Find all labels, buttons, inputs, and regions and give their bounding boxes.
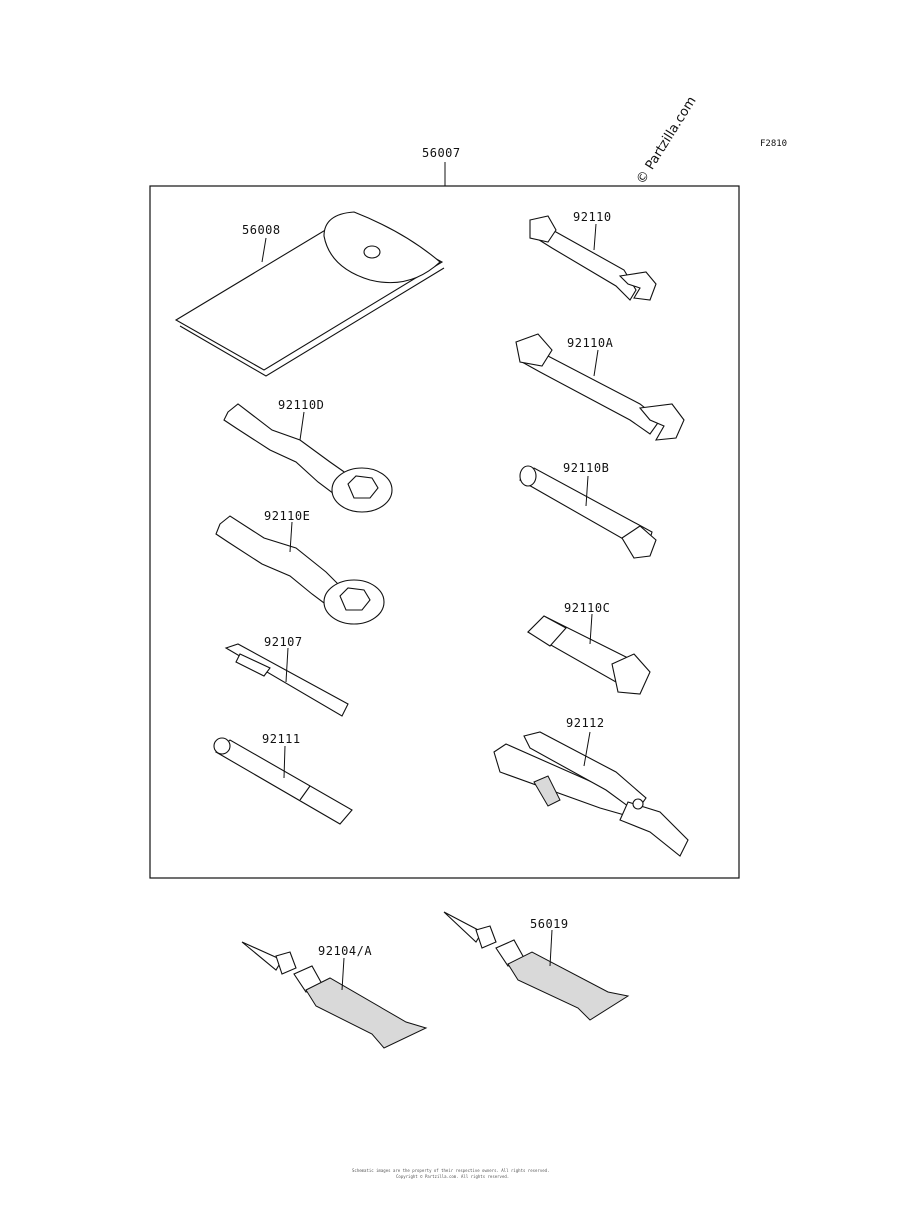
ring-wrench-d-label: 92110D <box>278 398 324 412</box>
pliers-label: 92112 <box>566 716 605 730</box>
handle-label: 92111 <box>262 732 301 746</box>
footer-line-1: Schematic images are the property of the… <box>352 1168 549 1173</box>
grease-tube-2-label: 56019 <box>530 917 569 931</box>
figure-code: F2810 <box>760 139 787 149</box>
box-wrench-b-label: 92110B <box>563 461 609 475</box>
ring-wrench-d-part[interactable] <box>223 403 393 513</box>
screwdriver-label: 92107 <box>264 635 303 649</box>
ring-wrench-e-part[interactable] <box>215 515 385 625</box>
ring-wrench-e-label: 92110E <box>264 509 310 523</box>
pouch-label: 56008 <box>242 223 281 237</box>
wrench-large-part[interactable] <box>515 333 685 441</box>
wrench-small-part[interactable] <box>529 215 657 301</box>
wrench-large-label: 92110A <box>567 336 614 350</box>
pouch-part[interactable] <box>174 211 445 377</box>
box-wrench-c-label: 92110C <box>564 601 610 615</box>
wrench-small-label: 92110 <box>573 210 612 224</box>
box-wrench-b-part[interactable] <box>519 465 657 559</box>
footer-line-2: Copyright © Partzilla.com. All rights re… <box>396 1174 509 1179</box>
handle-part[interactable] <box>213 737 353 825</box>
watermark: © Partzilla.com <box>634 94 700 187</box>
grease-tube-2-part[interactable] <box>443 911 630 1021</box>
pliers-part[interactable] <box>493 731 689 857</box>
screwdriver-part[interactable] <box>224 643 349 717</box>
grease-tube-1-part[interactable] <box>241 941 428 1049</box>
kit-label: 56007 <box>422 146 461 160</box>
kit-frame <box>149 185 740 879</box>
box-wrench-c-part[interactable] <box>527 613 651 695</box>
grease-tube-1-label: 92104/A <box>318 944 372 958</box>
